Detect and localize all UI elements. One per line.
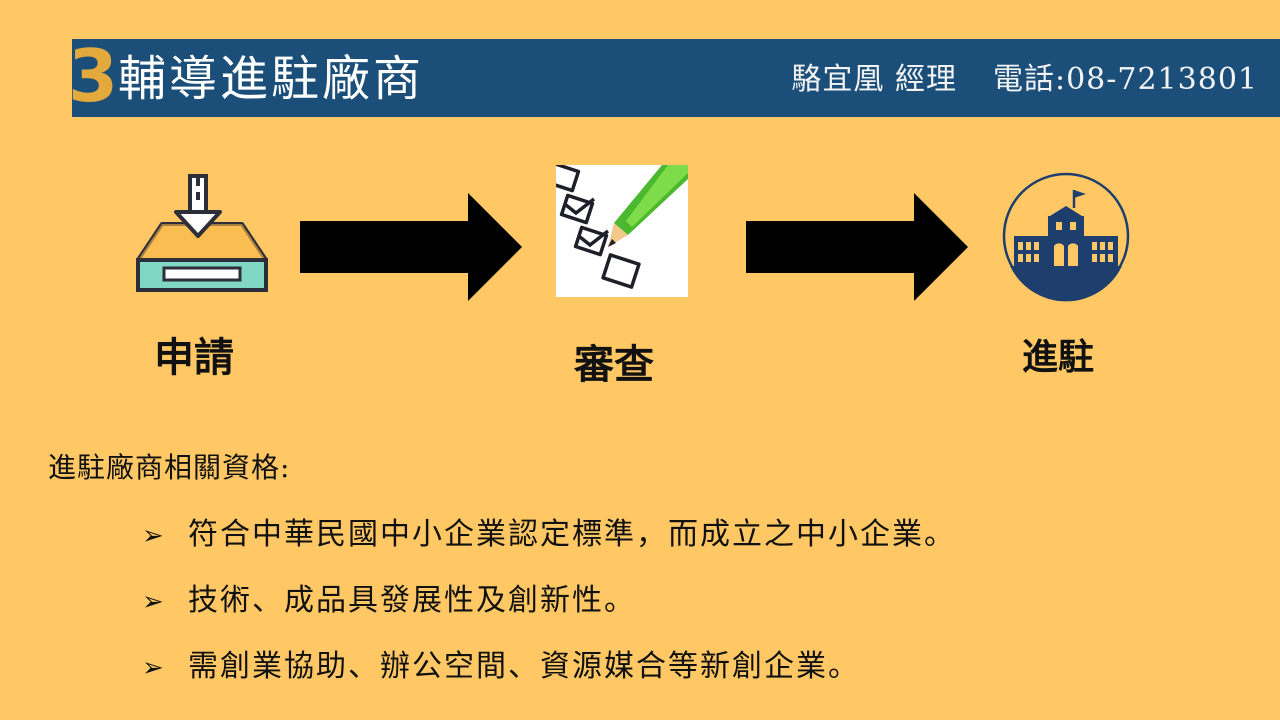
header-bar [72,39,1280,117]
page-title: 輔導進駐廠商 [118,51,425,107]
list-item-text: 需創業協助、辦公空間、資源媒合等新創企業。 [188,649,860,684]
step-label-review: 審查 [574,342,654,388]
building-flag-icon [1002,172,1130,302]
checklist-pencil-icon [556,165,688,297]
step-label-enter: 進駐 [1022,337,1095,378]
list-item-text: 符合中華民國中小企業認定標準，而成立之中小企業。 [188,517,956,552]
step-label-apply: 申請 [154,335,234,381]
qualifications-list: ➢ 符合中華民國中小企業認定標準，而成立之中小企業。 ➢ 技術、成品具發展性及創新性… [142,512,956,710]
list-item: ➢ 技術、成品具發展性及創新性。 [142,578,956,644]
inbox-download-icon [136,174,268,292]
contact-phone: 電話:08-7213801 [992,62,1258,97]
arrow-bullet-icon: ➢ [142,521,166,551]
list-item-text: 技術、成品具發展性及創新性。 [188,583,636,618]
contact-info: 駱宜凰 經理電話:08-7213801 [791,52,1258,108]
right-arrow-icon [746,193,968,301]
arrow-bullet-icon: ➢ [142,587,166,617]
right-arrow-icon [300,193,522,301]
process-flow: 申請 審查 進駐 [136,165,1130,388]
list-item: ➢ 需創業協助、辦公空間、資源媒合等新創企業。 [142,644,956,710]
arrow-bullet-icon: ➢ [142,653,166,683]
contact-name: 駱宜凰 經理 [791,62,957,97]
qualifications-heading: 進駐廠商相關資格: [48,451,291,484]
list-item: ➢ 符合中華民國中小企業認定標準，而成立之中小企業。 [142,512,956,578]
